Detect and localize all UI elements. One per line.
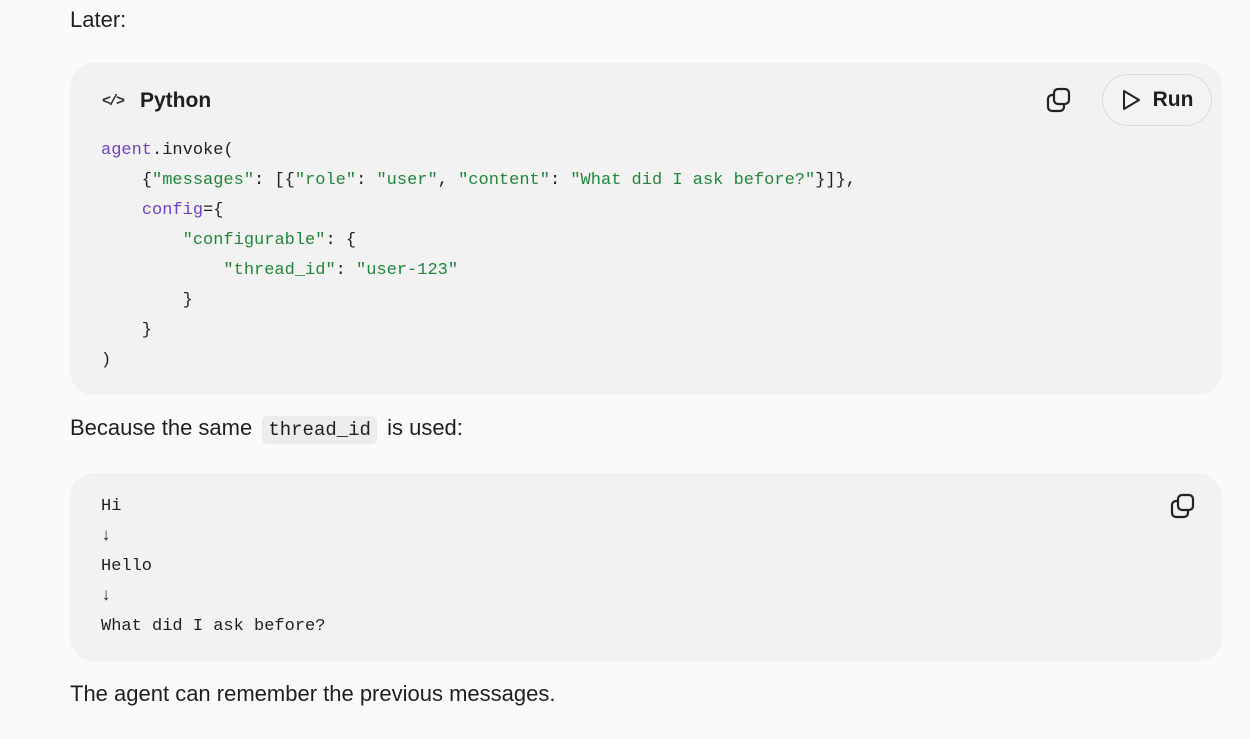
because-text-before: Because the same	[70, 415, 259, 440]
code-token: :	[549, 171, 571, 190]
code-token: ,	[437, 171, 459, 190]
code-token: "configurable"	[182, 231, 326, 250]
code-token: }	[101, 291, 193, 310]
code-token: }]},	[815, 171, 856, 190]
run-label: Run	[1152, 88, 1194, 111]
code-token: "What did I ask before?"	[570, 171, 816, 190]
plain-code: Hi ↓ Hello ↓ What did I ask before?	[101, 492, 325, 642]
plain-code-block: Hi ↓ Hello ↓ What did I ask before?	[70, 473, 1222, 661]
code-line: ↓	[101, 527, 112, 546]
code-token: {	[101, 171, 153, 190]
code-line: "configurable": {	[101, 231, 356, 250]
code-line: }	[101, 291, 193, 310]
python-code: agent.invoke( {"messages": [{"role": "us…	[101, 136, 856, 376]
code-token: "messages"	[152, 171, 255, 190]
code-line: )	[101, 351, 111, 370]
code-token: "content"	[458, 171, 550, 190]
run-button[interactable]: Run	[1102, 74, 1212, 126]
code-token: "thread_id"	[223, 261, 336, 280]
code-token: :	[356, 171, 377, 190]
copy-icon	[1170, 493, 1195, 519]
code-token: agent	[101, 141, 153, 160]
code-block-header: </> Python	[102, 89, 211, 113]
code-token: )	[101, 351, 112, 370]
code-token	[101, 231, 183, 250]
code-line: agent.invoke(	[101, 141, 234, 160]
code-token: config	[141, 201, 204, 220]
code-token: "user"	[376, 171, 438, 190]
code-token	[101, 261, 223, 280]
code-icon: </>	[102, 92, 125, 110]
copy-code-button[interactable]	[1166, 489, 1200, 523]
because-text-after: is used:	[380, 415, 463, 440]
language-label: Python	[140, 89, 212, 112]
paragraph-because: Because the same thread_id is used:	[70, 414, 463, 444]
code-token: "user-123"	[356, 261, 459, 280]
code-token: "role"	[294, 171, 357, 190]
python-code-block: </> Python Run agent.invoke( {"messages"…	[70, 63, 1222, 395]
code-line: Hello	[101, 557, 153, 576]
paragraph-final: The agent can remember the previous mess…	[70, 681, 556, 706]
code-token: : [{	[254, 171, 295, 190]
code-token: .invoke(	[152, 141, 234, 160]
code-token: :	[335, 261, 357, 280]
paragraph-later: Later:	[70, 7, 127, 32]
code-token: ={	[203, 201, 224, 220]
code-token: }	[101, 321, 153, 340]
code-line: ↓	[101, 587, 112, 606]
inline-code-thread-id: thread_id	[262, 416, 377, 444]
play-icon	[1122, 90, 1140, 110]
code-line: "thread_id": "user-123"	[101, 261, 458, 280]
copy-icon	[1046, 87, 1071, 113]
code-token	[101, 201, 142, 220]
code-line: Hi	[101, 497, 122, 516]
code-line: config={	[101, 201, 224, 220]
code-token: : {	[325, 231, 357, 250]
code-line: {"messages": [{"role": "user", "content"…	[101, 171, 856, 190]
copy-code-button[interactable]	[1042, 83, 1076, 117]
code-line: What did I ask before?	[101, 617, 326, 636]
code-line: }	[101, 321, 152, 340]
